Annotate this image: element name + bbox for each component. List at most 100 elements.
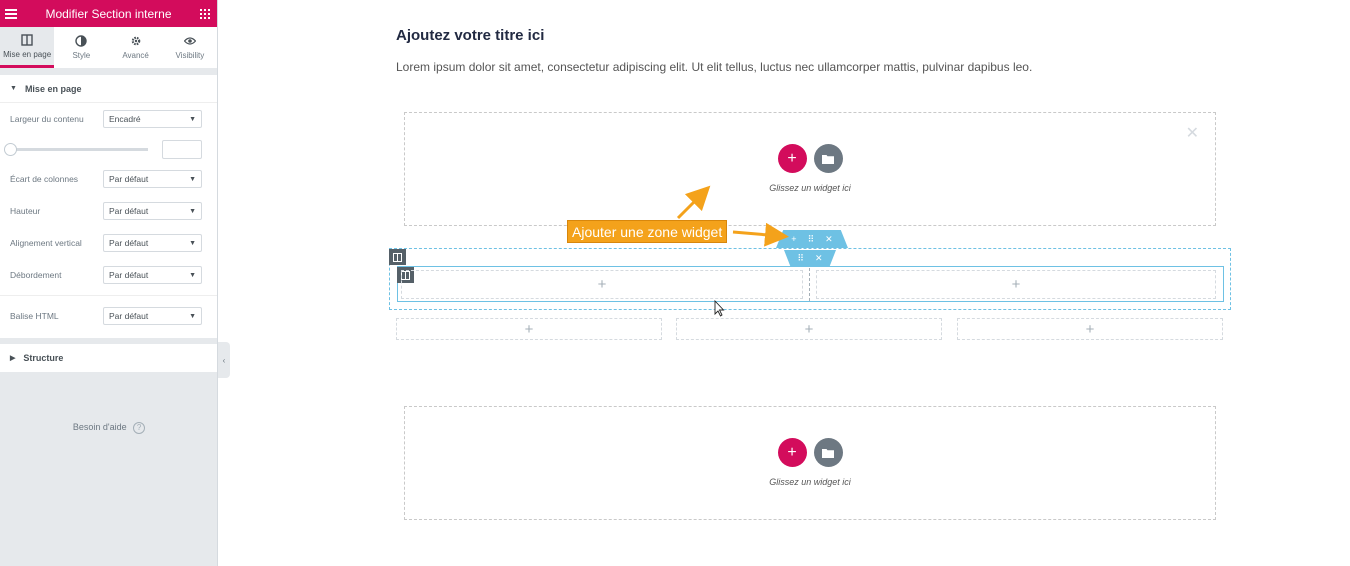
add-widget-icon[interactable]: + [1011, 276, 1021, 293]
add-section-zone-top: ✕ + Glissez un widget ici [404, 112, 1216, 226]
empty-column-2[interactable]: + [676, 318, 942, 340]
add-widget-icon[interactable]: + [597, 276, 607, 293]
eye-icon [183, 37, 196, 45]
add-widget-icon[interactable]: + [524, 320, 534, 338]
section-toggle-structure[interactable]: ▶ Structure [0, 344, 217, 372]
delete-icon[interactable]: ✕ [815, 252, 823, 263]
add-widget-icon[interactable]: + [804, 320, 814, 338]
chevron-down-icon: ▼ [189, 312, 196, 320]
chevron-left-icon: ‹ [222, 355, 226, 365]
section-column-handle[interactable] [389, 249, 406, 265]
height-select[interactable]: Par défaut ▼ [103, 202, 202, 220]
control-column-gap: Écart de colonnes Par défaut ▼ [0, 163, 217, 195]
slider-handle[interactable] [4, 142, 17, 156]
chevron-down-icon: ▼ [189, 271, 196, 279]
select-value: Par défaut [109, 206, 149, 216]
section-outline [389, 248, 1231, 310]
close-icon[interactable]: ✕ [1185, 125, 1199, 142]
add-section-button[interactable]: + [777, 144, 807, 173]
add-section-button[interactable]: + [777, 438, 807, 467]
html-tag-select[interactable]: Par défaut ▼ [103, 307, 202, 325]
menu-icon[interactable] [5, 8, 17, 19]
chevron-down-icon: ▼ [189, 207, 196, 215]
tab-advanced[interactable]: Avancé [109, 27, 163, 68]
chevron-down-icon: ▼ [189, 175, 196, 183]
editor-panel: Modifier Section interne Mise en page St… [0, 0, 218, 566]
control-label: Hauteur [10, 206, 41, 216]
add-template-button[interactable] [813, 438, 843, 467]
control-content-width: Largeur du contenu Encadré ▼ [0, 103, 217, 135]
arrow-to-toolbar [732, 222, 789, 247]
page-heading[interactable]: Ajoutez votre titre ici [396, 27, 545, 44]
gear-icon [131, 36, 140, 46]
spacer [0, 332, 217, 338]
select-value: Par défaut [109, 311, 149, 321]
empty-column-1[interactable]: + [396, 318, 662, 340]
add-icon[interactable]: + [791, 234, 797, 244]
column-gap-select[interactable]: Par défaut ▼ [103, 170, 202, 188]
delete-icon[interactable]: ✕ [825, 233, 833, 244]
add-template-button[interactable] [813, 144, 843, 173]
column-divider[interactable] [809, 268, 810, 301]
tab-label: Visibility [175, 51, 205, 60]
folder-icon [822, 448, 834, 458]
tab-visibility[interactable]: Visibility [163, 27, 217, 68]
contrast-icon [75, 35, 88, 47]
widgets-grid-icon[interactable] [200, 8, 210, 19]
inner-section-outline [397, 266, 1224, 302]
panel-header: Modifier Section interne [0, 0, 217, 27]
caret-down-icon: ▼ [10, 85, 17, 92]
empty-column-3[interactable]: + [957, 318, 1223, 340]
page-paragraph[interactable]: Lorem ipsum dolor sit amet, consectetur … [396, 60, 1033, 74]
inner-section-toolbar: ⠿ ✕ [784, 250, 836, 266]
control-width-slider [0, 135, 217, 163]
select-value: Encadré [109, 114, 141, 124]
add-widget-icon[interactable]: + [1085, 320, 1095, 338]
section-title: Mise en page [24, 83, 82, 94]
overflow-select[interactable]: Par défaut ▼ [103, 266, 202, 284]
tab-layout[interactable]: Mise en page [0, 27, 55, 68]
tab-label: Style [72, 51, 91, 60]
width-number-input[interactable] [162, 139, 202, 159]
add-section-zone-bottom: + Glissez un widget ici [404, 406, 1216, 520]
layout-section: ▼ Mise en page Largeur du contenu Encadr… [0, 75, 217, 338]
control-vertical-align: Alignement vertical Par défaut ▼ [0, 227, 217, 259]
chevron-down-icon: ▼ [189, 115, 196, 123]
section-toolbar: + ⠿ ✕ [776, 230, 848, 248]
collapse-panel-button[interactable]: ‹ [218, 342, 230, 378]
panel-gap [0, 69, 217, 75]
vertical-align-select[interactable]: Par défaut ▼ [103, 234, 202, 252]
help-link[interactable]: Besoin d'aide ? [0, 422, 218, 434]
column-icon [393, 252, 402, 262]
width-slider[interactable] [4, 142, 148, 156]
drop-hint: Glissez un widget ici [769, 183, 851, 193]
inner-column-left[interactable]: + [401, 270, 803, 299]
tab-style[interactable]: Style [54, 27, 108, 68]
control-label: Largeur du contenu [10, 114, 84, 124]
inner-column-right[interactable]: + [816, 270, 1216, 299]
tab-label: Mise en page [3, 49, 52, 59]
control-height: Hauteur Par défaut ▼ [0, 195, 217, 227]
drag-handle-icon[interactable]: ⠿ [807, 233, 815, 244]
panel-tabs: Mise en page Style Avancé Visibility [0, 27, 217, 69]
drop-zone-buttons: + [405, 144, 1215, 173]
select-value: Par défaut [109, 270, 149, 280]
control-label: Alignement vertical [10, 238, 82, 248]
control-overflow: Débordement Par défaut ▼ [0, 259, 217, 291]
select-value: Par défaut [109, 174, 149, 184]
panel-title: Modifier Section interne [45, 6, 172, 21]
drag-handle-icon[interactable]: ⠿ [797, 252, 805, 263]
help-label: Besoin d'aide [72, 422, 127, 432]
chevron-down-icon: ▼ [189, 239, 196, 247]
section-toggle-layout[interactable]: ▼ Mise en page [0, 75, 217, 103]
control-label: Écart de colonnes [10, 174, 79, 184]
caret-right-icon: ▶ [10, 355, 16, 362]
layout-icon [21, 33, 33, 46]
drop-zone-buttons: + [405, 438, 1215, 467]
tab-label: Avancé [122, 51, 149, 60]
question-icon: ? [133, 422, 146, 434]
control-label: Débordement [10, 270, 62, 280]
content-width-select[interactable]: Encadré ▼ [103, 110, 202, 128]
drop-hint: Glissez un widget ici [769, 477, 851, 487]
select-value: Par défaut [109, 238, 149, 248]
